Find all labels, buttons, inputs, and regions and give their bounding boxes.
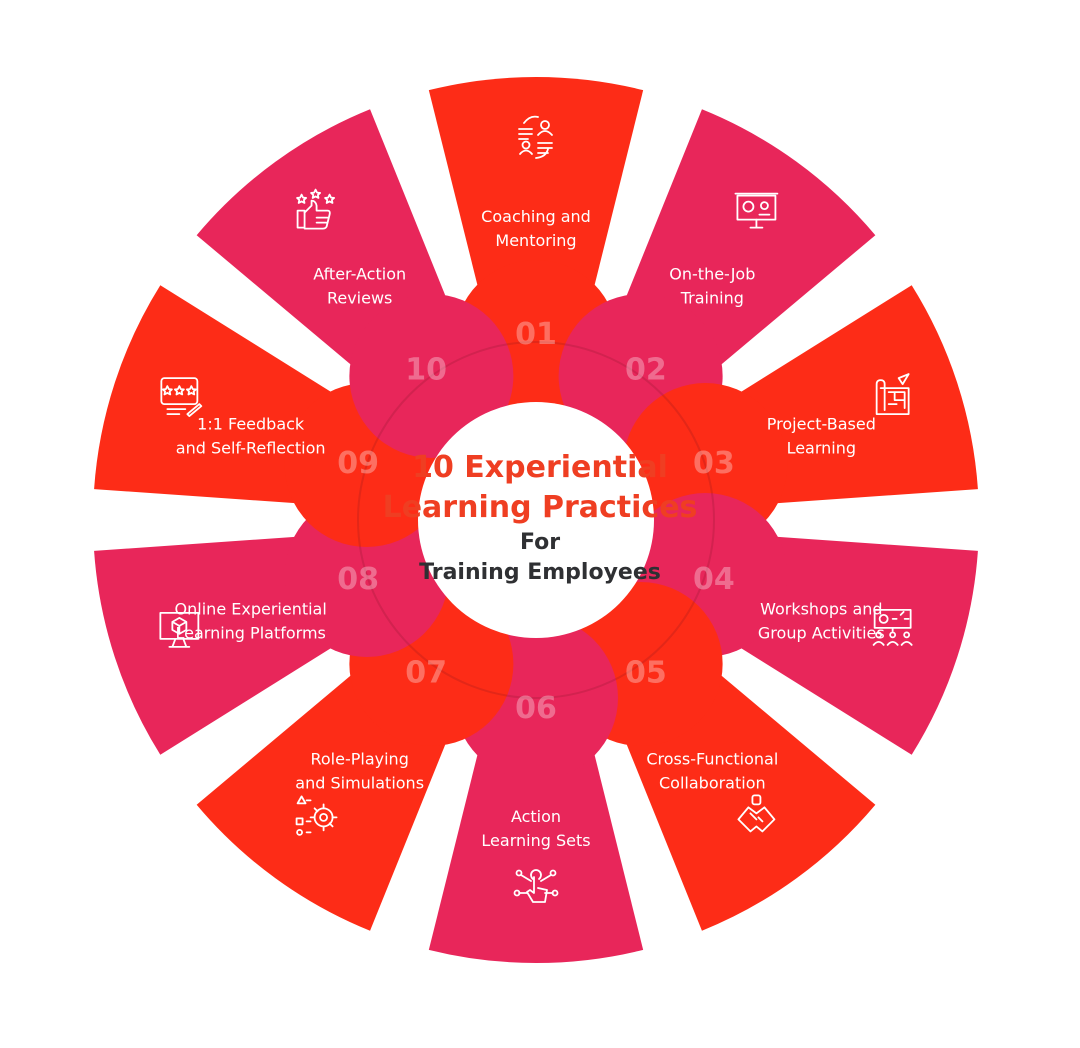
segment-10-cap [349, 293, 514, 458]
subtitle-line-1: For [519, 530, 561, 555]
segment-05-number: 05 [625, 655, 667, 690]
handshake-icon [737, 794, 776, 833]
coaching-icon [518, 115, 553, 159]
segment-01-number: 01 [515, 317, 557, 352]
workshop-icon [872, 608, 913, 646]
cap-ring [357, 341, 715, 699]
feedback-rating-icon [160, 377, 203, 418]
segment-04-number: 04 [693, 562, 735, 597]
title-line-2: Learning Practices [382, 490, 698, 525]
simulation-gear-icon [295, 795, 338, 836]
segment-02-number: 02 [625, 353, 667, 388]
presentation-board-icon [734, 192, 779, 229]
center-title: 10 Experiential Learning Practices For T… [340, 448, 740, 588]
subtitle-line-2: Training Employees [419, 560, 661, 585]
segment-06-number: 06 [515, 691, 557, 726]
segment-09-number: 09 [337, 446, 379, 481]
segment-07-number: 07 [405, 655, 447, 690]
monitor-cube-icon [159, 611, 200, 648]
title-line-1: 10 Experiential [412, 450, 668, 485]
segment-03-number: 03 [693, 446, 735, 481]
segment-10 [196, 109, 536, 520]
segment-10-number: 10 [405, 353, 447, 388]
center-hole [418, 402, 654, 638]
segment-08-number: 08 [337, 562, 379, 597]
thumbs-up-stars-icon [296, 188, 335, 230]
blueprint-icon [875, 373, 910, 416]
touch-network-icon [513, 869, 559, 903]
